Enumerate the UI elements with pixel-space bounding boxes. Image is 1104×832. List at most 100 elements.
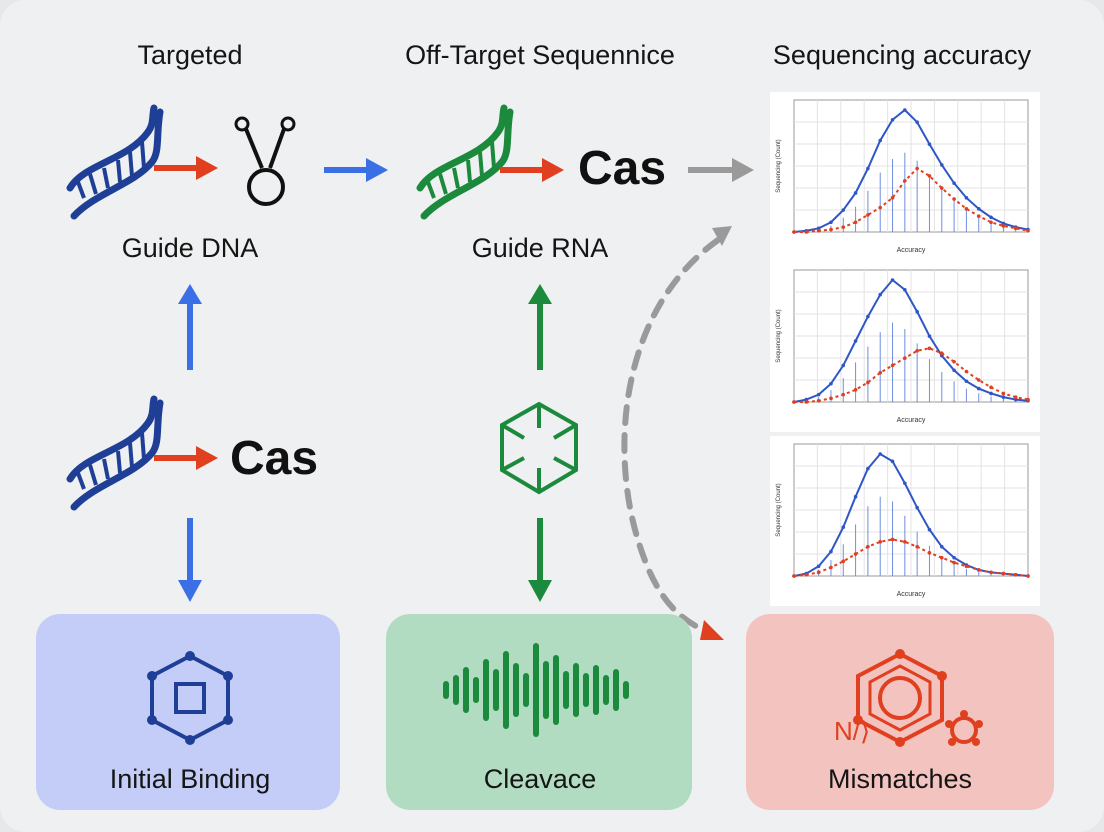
data-point bbox=[878, 138, 883, 143]
data-point bbox=[853, 552, 858, 556]
data-point bbox=[816, 564, 821, 569]
data-point bbox=[804, 230, 809, 234]
data-point bbox=[890, 363, 895, 368]
header-sequencing-accuracy: Sequencing accuracy bbox=[772, 40, 1032, 70]
data-point bbox=[927, 142, 932, 146]
data-point bbox=[853, 191, 858, 195]
data-point bbox=[829, 549, 833, 554]
data-point bbox=[804, 572, 809, 577]
hexagon-binding-icon bbox=[147, 651, 233, 745]
data-point bbox=[976, 386, 981, 391]
data-point bbox=[952, 197, 956, 201]
x-axis-label: Accuracy bbox=[897, 591, 926, 598]
data-point bbox=[1001, 571, 1006, 576]
data-point bbox=[989, 385, 993, 390]
down-arrow-blue-icon bbox=[178, 518, 202, 602]
series-line bbox=[793, 278, 1029, 403]
data-point bbox=[964, 196, 969, 200]
data-point bbox=[964, 564, 969, 569]
series-line bbox=[793, 452, 1029, 577]
data-point bbox=[878, 540, 883, 544]
y-axis-label: Sequencing (Count) bbox=[776, 309, 782, 362]
data-point bbox=[939, 555, 944, 560]
data-point bbox=[866, 380, 870, 385]
data-point bbox=[792, 400, 796, 404]
data-point bbox=[841, 392, 846, 397]
data-point bbox=[964, 207, 969, 211]
data-point bbox=[989, 570, 993, 575]
x-axis-label: Accuracy bbox=[897, 417, 926, 424]
data-point bbox=[964, 369, 969, 374]
cas-label-top: Cas bbox=[578, 142, 667, 195]
header-targeted: Targeted bbox=[137, 40, 243, 70]
up-arrow-green-icon bbox=[528, 284, 552, 370]
data-point bbox=[878, 370, 883, 375]
red-arrow-icon bbox=[154, 446, 218, 470]
data-point bbox=[903, 540, 907, 544]
data-point bbox=[976, 568, 981, 572]
data-point bbox=[1001, 395, 1006, 399]
data-point bbox=[903, 108, 907, 112]
data-point bbox=[976, 214, 981, 218]
data-point bbox=[915, 120, 919, 124]
data-point bbox=[853, 388, 858, 392]
data-point bbox=[927, 527, 932, 532]
data-point bbox=[1026, 228, 1030, 233]
mismatch-molecule-icon bbox=[853, 649, 983, 747]
guide-rna-label: Guide RNA bbox=[471, 233, 609, 263]
series-line bbox=[793, 108, 1029, 233]
data-point bbox=[878, 205, 883, 210]
cube-icon bbox=[500, 401, 578, 495]
data-point bbox=[829, 565, 833, 570]
data-point bbox=[903, 287, 907, 292]
data-point bbox=[816, 392, 821, 397]
data-point bbox=[792, 574, 796, 578]
cleavage-label: Cleavace bbox=[483, 764, 597, 794]
chart-2-svg: Accuracy Sequencing (Count) bbox=[776, 269, 1030, 424]
data-point bbox=[927, 334, 932, 338]
data-point bbox=[976, 378, 981, 382]
blue-arrow-icon bbox=[324, 158, 388, 182]
initial-binding-label: Initial Binding bbox=[109, 764, 271, 794]
guide-probe-icon bbox=[234, 116, 296, 206]
waveform-icon bbox=[443, 643, 629, 737]
data-point bbox=[890, 196, 895, 200]
data-point bbox=[841, 208, 846, 212]
data-point bbox=[952, 368, 956, 373]
data-point bbox=[939, 351, 944, 355]
data-point bbox=[841, 559, 846, 564]
data-point bbox=[1013, 395, 1018, 399]
mismatch-code-text: N/⟩ bbox=[834, 716, 871, 746]
data-point bbox=[841, 525, 846, 529]
data-point bbox=[1026, 397, 1030, 402]
data-point bbox=[853, 494, 858, 499]
data-point bbox=[1001, 391, 1006, 396]
data-point bbox=[989, 391, 993, 396]
data-point bbox=[866, 213, 870, 217]
header-off-target: Off-Target Sequennice bbox=[405, 40, 675, 70]
data-point bbox=[976, 207, 981, 211]
data-point bbox=[915, 309, 919, 314]
data-point bbox=[915, 166, 919, 171]
data-point bbox=[939, 544, 944, 549]
data-point bbox=[792, 230, 796, 234]
data-point bbox=[939, 163, 944, 167]
data-point bbox=[952, 181, 956, 185]
data-point bbox=[952, 359, 956, 364]
data-point bbox=[927, 346, 932, 351]
mismatches-label: Mismatches bbox=[827, 764, 973, 794]
grey-arrow-icon bbox=[688, 158, 754, 182]
data-point bbox=[903, 178, 907, 183]
red-arrow-icon bbox=[500, 158, 564, 182]
data-point bbox=[964, 379, 969, 384]
data-point bbox=[1026, 574, 1030, 578]
guide-dna-label: Guide DNA bbox=[121, 233, 259, 263]
data-point bbox=[829, 396, 833, 401]
data-point bbox=[915, 348, 919, 353]
data-point bbox=[804, 400, 809, 404]
data-point bbox=[903, 481, 907, 486]
